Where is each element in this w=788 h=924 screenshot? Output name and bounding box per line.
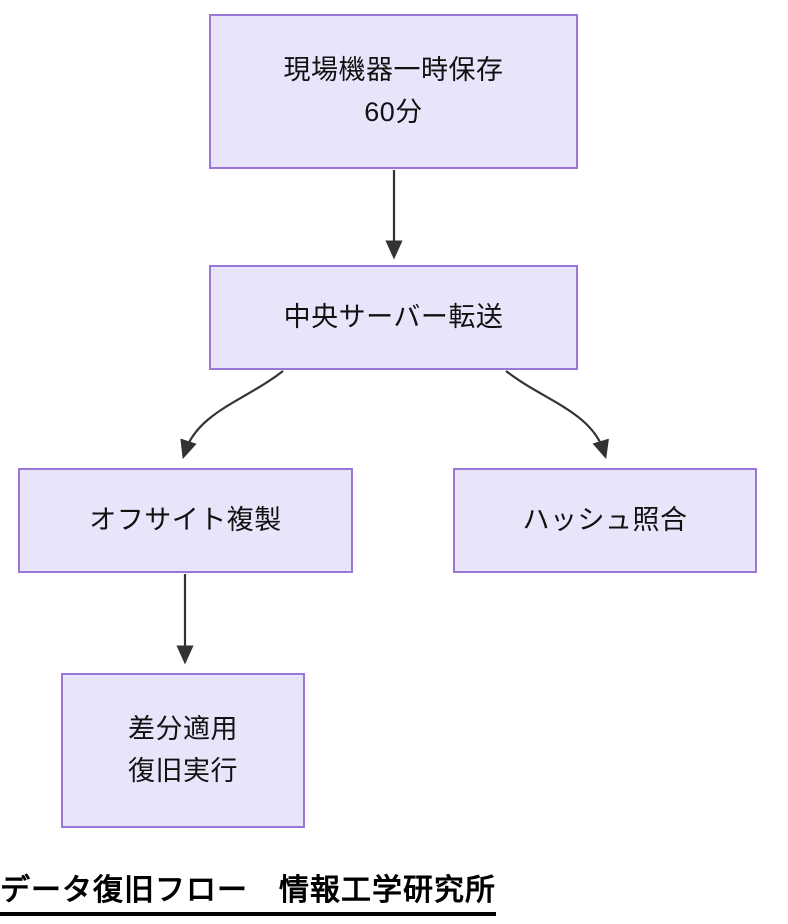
node-onsite-temp-store[interactable]: 現場機器一時保存 60分 [209, 14, 578, 169]
node-onsite-temp-store-line-1: 現場機器一時保存 [283, 54, 504, 85]
node-offsite-replication[interactable]: オフサイト複製 [18, 468, 353, 573]
node-delta-apply-restore-line-2: 復旧実行 [128, 755, 238, 786]
diagram-caption: データ復旧フロー 情報工学研究所 [0, 865, 788, 916]
node-delta-apply-restore-line-1: 差分適用 [128, 713, 238, 744]
edge-central-to-hash [505, 370, 609, 460]
node-offsite-replication-line-1: オフサイト複製 [89, 504, 282, 535]
node-hash-verification[interactable]: ハッシュ照合 [453, 468, 757, 573]
node-delta-apply-restore[interactable]: 差分適用 復旧実行 [61, 673, 305, 828]
node-onsite-temp-store-line-2: 60分 [364, 96, 423, 127]
node-hash-verification-line-1: ハッシュ照合 [522, 504, 688, 535]
node-central-server-transfer-line-1: 中央サーバー転送 [283, 301, 504, 332]
edge-central-to-offsite [180, 370, 284, 460]
node-central-server-transfer[interactable]: 中央サーバー転送 [209, 265, 578, 370]
diagram-caption-text: データ復旧フロー 情報工学研究所 [0, 865, 496, 916]
